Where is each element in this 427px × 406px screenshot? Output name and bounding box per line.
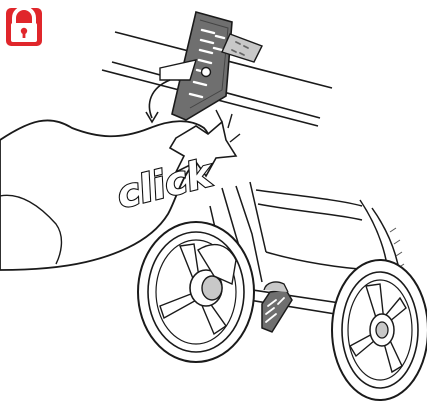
right-rear-wheel [332, 260, 427, 400]
lock-icon [6, 8, 42, 46]
brake-pedal-axle [262, 282, 292, 332]
left-rear-wheel [138, 222, 254, 362]
